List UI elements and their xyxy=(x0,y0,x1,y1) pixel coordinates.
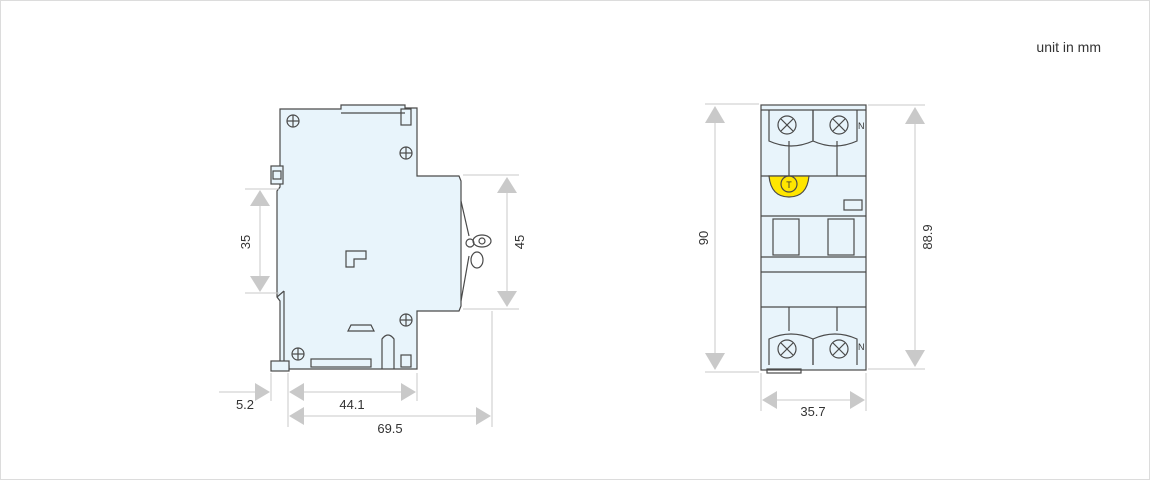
test-button-label: T xyxy=(786,180,792,190)
dim-label-90: 90 xyxy=(696,231,711,245)
indicator-window xyxy=(843,199,863,211)
din-clip-bottom xyxy=(270,360,290,372)
dim-label-88-9: 88.9 xyxy=(920,224,935,249)
dim-label-44-1: 44.1 xyxy=(339,397,364,412)
side-view-body xyxy=(276,104,462,370)
toggle-lever-right xyxy=(827,218,855,256)
dimension-90: 90 xyxy=(696,103,759,373)
screw-icon xyxy=(777,115,797,135)
bottom-lever xyxy=(381,334,395,369)
dimension-88-9: 88.9 xyxy=(868,104,935,370)
dim-label-45: 45 xyxy=(512,235,527,249)
screw-icon xyxy=(829,115,849,135)
dimension-5-2: 5.2 xyxy=(219,373,289,427)
bottom-terminal-right xyxy=(812,333,858,365)
dimension-35-7: 35.7 xyxy=(760,373,867,419)
side-top-tab xyxy=(400,108,412,126)
dim-label-35-7: 35.7 xyxy=(800,404,825,419)
side-view: 35 45 5.2 xyxy=(219,104,527,436)
terminal-label-bottom: N xyxy=(858,342,865,352)
screw-icon xyxy=(291,347,305,361)
toggle-handle xyxy=(460,200,492,302)
dim-label-69-5: 69.5 xyxy=(377,421,402,436)
test-button: T xyxy=(768,175,810,198)
front-bottom-tab xyxy=(766,368,802,374)
dimension-44-1: 44.1 xyxy=(289,373,418,412)
front-view-body xyxy=(760,104,867,371)
bottom-ridge xyxy=(310,358,372,368)
screw-icon xyxy=(286,114,300,128)
unit-note: unit in mm xyxy=(1036,39,1101,55)
front-view: N T xyxy=(696,103,935,419)
din-slider-top xyxy=(276,290,285,298)
din-clip-top-hole xyxy=(272,170,282,180)
dim-label-5-2: 5.2 xyxy=(236,397,254,412)
top-terminal-right xyxy=(812,110,858,147)
center-marker xyxy=(345,250,367,268)
dimension-69-5: 69.5 xyxy=(289,311,493,436)
dimension-45: 45 xyxy=(463,174,527,310)
dimension-35: 35 xyxy=(238,188,279,294)
screw-icon xyxy=(399,146,413,160)
bottom-slot xyxy=(347,324,375,332)
toggle-lever-left xyxy=(772,218,800,256)
screw-icon xyxy=(777,339,797,359)
screw-icon xyxy=(399,313,413,327)
screw-icon xyxy=(829,339,849,359)
terminal-label-top: N xyxy=(858,121,865,131)
dim-label-35: 35 xyxy=(238,235,253,249)
side-bottom-tab xyxy=(400,354,412,368)
